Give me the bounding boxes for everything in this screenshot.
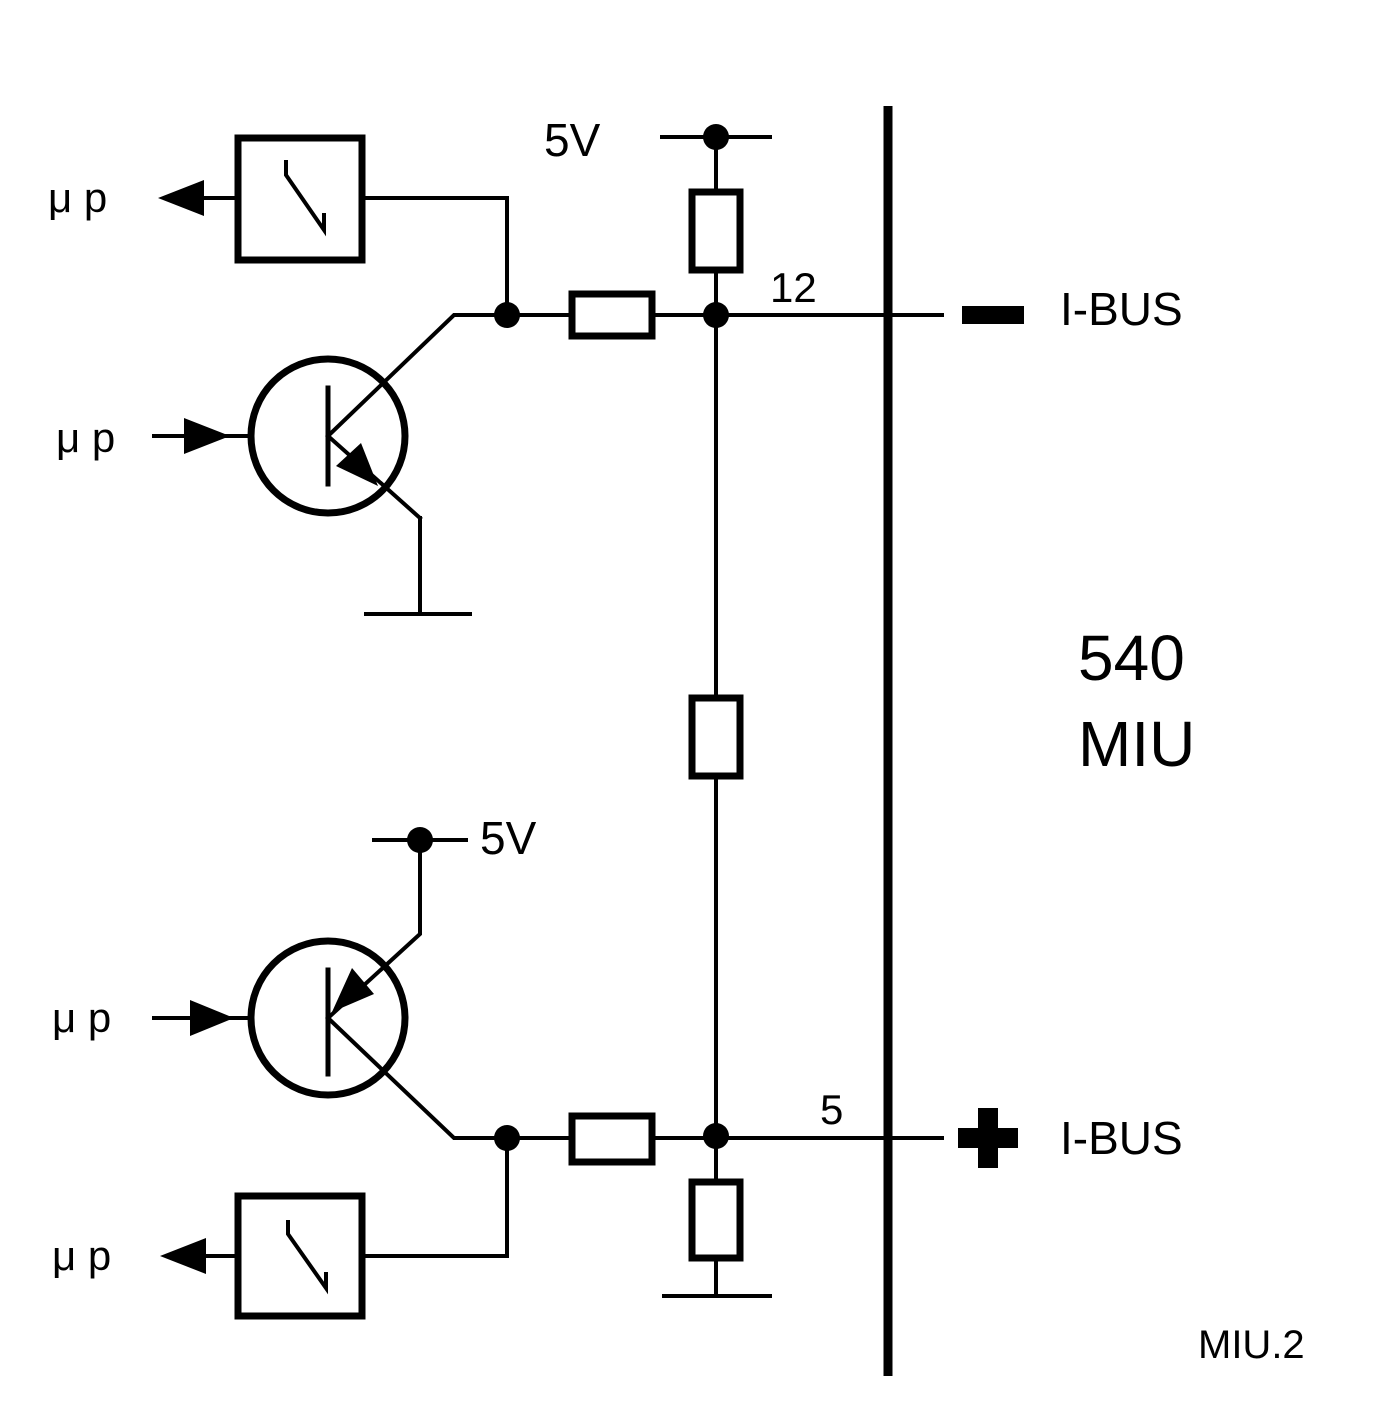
schmitt-buffer-bottom <box>234 1192 366 1320</box>
figure-id: MIU.2 <box>1198 1323 1305 1367</box>
transistor-pnp-collector <box>325 1015 509 1140</box>
pin-label-bottom: 5 <box>820 1086 843 1133</box>
transistor-npn-emitter-arrow <box>336 443 378 486</box>
mu-p-label-out-top: μ p <box>48 174 107 221</box>
module-name: MIU <box>1078 708 1195 780</box>
ibus-label-bottom: I-BUS <box>1060 1112 1183 1164</box>
transistor-npn-collector <box>325 313 509 439</box>
schmitt-symbol-top <box>284 160 326 237</box>
module-number: 540 <box>1078 622 1185 694</box>
pin-label-top: 12 <box>770 264 817 311</box>
wire-feedback-top <box>362 196 509 317</box>
schmitt-buffer-top <box>234 134 366 264</box>
resistor-series-top <box>568 290 656 340</box>
transistor-pnp-emitter-arrow <box>332 968 374 1012</box>
resistor-series-bottom <box>568 1112 656 1166</box>
ibus-label-top: I-BUS <box>1060 283 1183 335</box>
minus-sign <box>962 306 1024 324</box>
resistor-middle <box>688 694 744 780</box>
arrow-input-top <box>184 418 230 454</box>
arrow-output-bottom <box>160 1238 206 1274</box>
wire-feedback-bottom <box>362 1136 509 1258</box>
arrow-output-top <box>158 180 204 216</box>
mu-p-label-in-bottom: μ p <box>52 994 111 1041</box>
supply-label-top: 5V <box>544 114 601 166</box>
mu-p-label-in-top: μ p <box>56 414 115 461</box>
resistor-pullup <box>688 188 744 274</box>
resistor-pulldown <box>688 1178 744 1262</box>
plus-sign-vertical <box>978 1108 998 1168</box>
arrow-input-bottom <box>190 1000 234 1036</box>
mu-p-label-out-bottom: μ p <box>52 1232 111 1279</box>
schmitt-symbol-bottom <box>286 1220 328 1295</box>
supply-label-bottom: 5V <box>480 812 537 864</box>
